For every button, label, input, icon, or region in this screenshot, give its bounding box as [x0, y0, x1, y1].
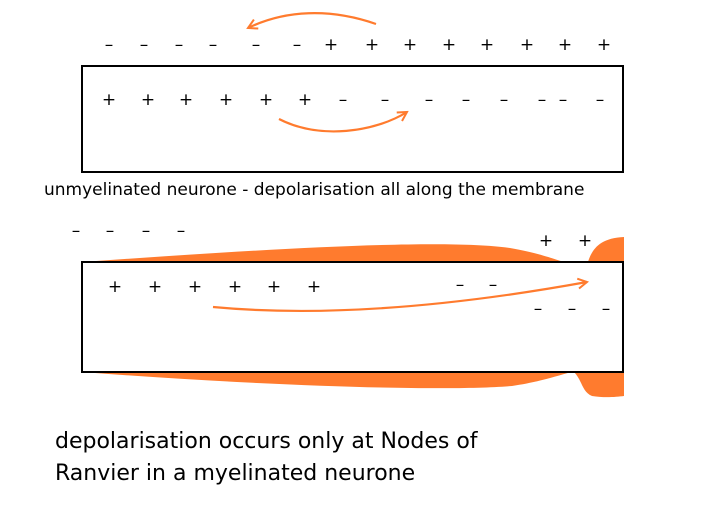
myelinated-caption: depolarisation occurs only at Nodes of R… [55, 426, 655, 490]
node-inside-charges: ––– [534, 299, 611, 319]
charge-sign: + [558, 35, 572, 55]
charge-sign: + [298, 90, 312, 110]
charge-sign: + [267, 277, 281, 297]
unmyelinated-caption: unmyelinated neurone - depolarisation al… [44, 180, 585, 200]
charge-sign: – [602, 299, 611, 319]
charge-sign: + [442, 35, 456, 55]
charge-sign: + [148, 277, 162, 297]
charge-sign: + [259, 90, 273, 110]
unmyelinated-outside-charges: – – – – – – + + + + + + + + [105, 35, 611, 55]
charge-sign: + [179, 90, 193, 110]
charge-sign: – [596, 90, 605, 110]
myelinated-outside-charges: –––– [72, 221, 186, 241]
myelinated-inside-negative-charges: –– [456, 275, 498, 295]
charge-sign: + [141, 90, 155, 110]
charge-sign: + [108, 277, 122, 297]
charge-sign: + [480, 35, 494, 55]
inside-current-arrow [278, 112, 407, 133]
charge-sign: – [252, 35, 261, 55]
charge-sign: – [534, 299, 543, 319]
charge-sign: + [520, 35, 534, 55]
charge-sign: + [324, 35, 338, 55]
charge-sign: – [106, 221, 115, 241]
charge-sign: – [339, 90, 348, 110]
charge-sign: + [219, 90, 233, 110]
outside-current-arrow [248, 12, 377, 28]
charge-sign: – [140, 35, 149, 55]
charge-sign: – [175, 35, 184, 55]
charge-sign: + [102, 90, 116, 110]
charge-sign: – [559, 90, 568, 110]
charge-sign: – [381, 90, 390, 110]
charge-sign: + [307, 277, 321, 297]
charge-sign: + [188, 277, 202, 297]
charge-sign: – [425, 90, 434, 110]
myelinated-caption-line-1: depolarisation occurs only at Nodes of [55, 429, 478, 454]
myelin-sheath-next-bottom [574, 372, 624, 398]
charge-sign: + [597, 35, 611, 55]
charge-sign: + [365, 35, 379, 55]
node-outside-charges: ++ [539, 231, 592, 251]
charge-sign: + [228, 277, 242, 297]
saltatory-current-arrow [212, 282, 587, 313]
charge-sign: + [539, 231, 553, 251]
myelin-sheath-top [82, 244, 566, 262]
charge-sign: – [456, 275, 465, 295]
charge-sign: – [105, 35, 114, 55]
charge-sign: – [568, 299, 577, 319]
charge-sign: – [489, 275, 498, 295]
unmyelinated-inside-charges: ++++++–––––––– [102, 90, 604, 110]
charge-sign: – [538, 90, 547, 110]
myelinated-caption-line-2: Ranvier in a myelinated neurone [55, 461, 416, 486]
charge-sign: – [72, 221, 81, 241]
charge-sign: + [578, 231, 592, 251]
myelin-sheath-next-top [588, 237, 624, 262]
charge-sign: + [403, 35, 417, 55]
myelin-sheath-bottom [82, 372, 572, 389]
charge-sign: – [500, 90, 509, 110]
charge-sign: – [293, 35, 302, 55]
charge-sign: – [462, 90, 471, 110]
charge-sign: – [142, 221, 151, 241]
charge-sign: – [177, 221, 186, 241]
myelinated-inside-positive-charges: + + + + + + [108, 277, 321, 297]
myelinated-axon [81, 261, 624, 373]
unmyelinated-axon [81, 65, 624, 173]
charge-sign: – [209, 35, 218, 55]
